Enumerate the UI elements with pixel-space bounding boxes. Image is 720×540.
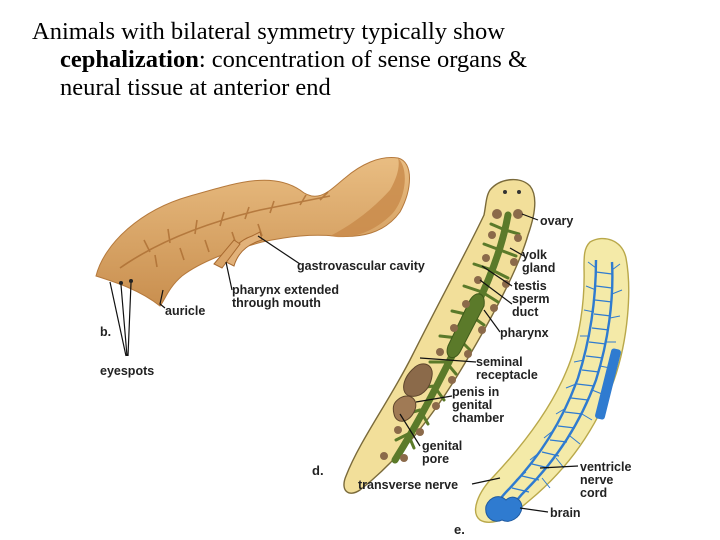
eyespots-leader [109, 281, 132, 357]
gastrovascular-leader [257, 235, 301, 265]
head-eyespots-d [503, 190, 521, 194]
yolk-gland-leader [509, 247, 525, 257]
seminal-leader [419, 357, 477, 363]
genital-chamber [392, 395, 417, 422]
nervous-body [475, 237, 630, 523]
pharynx-leader [483, 309, 501, 333]
label-auricle: auricle [165, 304, 205, 318]
pharynx-organ [446, 293, 485, 359]
label-gastrovascular-cavity: gastrovascular cavity [297, 259, 425, 273]
label-ventricle-line1: ventricle [580, 460, 631, 474]
label-transverse-nerve: transverse nerve [358, 478, 458, 492]
heading-line-1: Animals with bilateral symmetry typicall… [32, 18, 505, 45]
sperm-duct-leader [479, 279, 513, 305]
transverse-nerves [511, 271, 613, 493]
gastrovascular-branching [119, 191, 331, 269]
nerve-cord-right [506, 261, 614, 515]
ventricle-leader [539, 465, 579, 469]
label-genital-line2: pore [422, 452, 449, 466]
ovary-leader [521, 213, 539, 221]
heading-line-2: cephalization: concentration of sense or… [32, 46, 632, 74]
pharynx-extended-leader [225, 261, 233, 291]
label-ovary: ovary [540, 214, 573, 228]
term-cephalization: cephalization [60, 46, 199, 73]
label-ventricle-line3: cord [580, 486, 607, 500]
eyespot-right [129, 279, 133, 283]
peripheral-nerve-branches [515, 261, 623, 489]
label-brain: brain [550, 506, 581, 520]
heading-line-2-rest: : concentration of sense organs & [198, 46, 528, 73]
panel-d-letter: d. [312, 463, 324, 478]
flatworm-body [95, 156, 410, 307]
ovary-pair [492, 209, 523, 219]
flatworm-nervous-view [475, 237, 630, 523]
label-eyespots: eyespots [100, 364, 154, 378]
slide-heading: Animals with bilateral symmetry typicall… [32, 18, 632, 102]
label-seminal-line2: receptacle [476, 368, 538, 382]
label-penis-line1: penis in [452, 385, 499, 399]
brain [485, 496, 523, 522]
label-sperm-line2: duct [512, 305, 539, 319]
panel-b-letter: b. [100, 325, 111, 339]
flatworm-underside-fold [330, 158, 405, 238]
label-yolk-line1: yolk [522, 248, 547, 262]
label-testis: testis [514, 279, 547, 293]
label-pharynx-line2: through mouth [232, 296, 321, 310]
transverse-nerve-leader [471, 477, 501, 485]
nerve-cord-left [492, 259, 598, 511]
testis-leader [481, 265, 513, 287]
label-yolk-line2: gland [522, 261, 555, 275]
label-pharynx-line1: pharynx extended [232, 283, 339, 297]
label-genital-line1: genital [422, 439, 462, 453]
auricle-leader [159, 289, 166, 309]
heading-line-3: neural tissue at anterior end [60, 74, 331, 101]
flatworm-external-view [95, 156, 410, 307]
ventricle-nerve-cord-highlight [595, 348, 621, 420]
brain-leader [519, 507, 549, 513]
panel-e-letter: e. [454, 522, 465, 537]
penis-leader [415, 395, 453, 403]
label-penis-line3: chamber [452, 411, 504, 425]
seminal-receptacle [403, 363, 433, 397]
label-seminal-line1: seminal [476, 355, 523, 369]
label-pharynx-d: pharynx [500, 326, 549, 340]
label-ventricle-line2: nerve [580, 473, 613, 487]
pharynx-stem [213, 239, 241, 269]
label-penis-line2: genital [452, 398, 492, 412]
label-sperm-line1: sperm [512, 292, 550, 306]
genital-pore-leader [399, 413, 421, 447]
eyespot-left [119, 281, 123, 285]
